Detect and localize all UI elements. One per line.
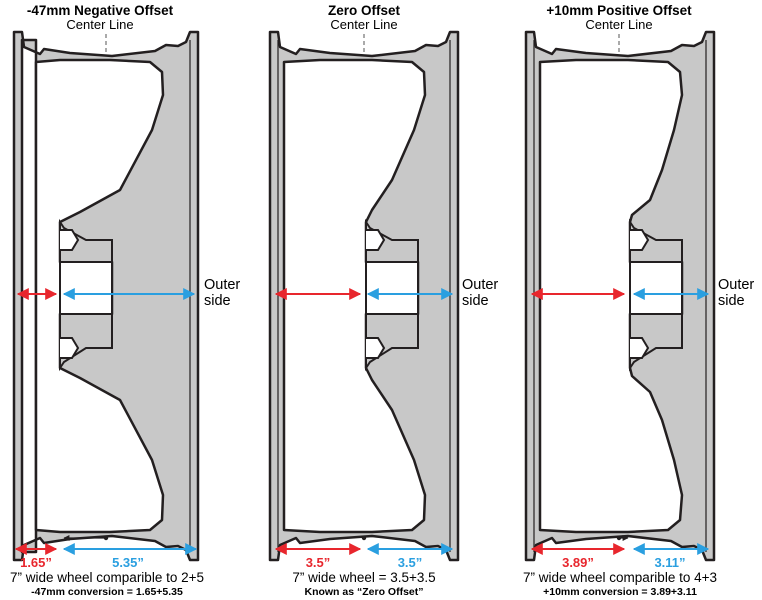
wheel-title: Zero Offset [328,3,401,18]
hub-bore [365,261,419,315]
bolt-notch [630,337,650,359]
wheel-zero-offset: Zero Offset Center Line Outer side 3.5” … [268,3,498,598]
bolt-notch [366,337,386,359]
hub-upper [629,218,683,263]
outer-value: 3.5” [398,555,423,570]
outer-side-label: Outer [718,277,754,293]
inner-value: 3.5” [306,555,331,570]
inner-value: 3.89” [562,555,594,570]
wheel-negative-offset: -47mm Negative Offset Center Line Outer … [10,3,240,598]
hub-upper [365,218,419,263]
center-line-label: Center Line [66,17,133,32]
outer-side-label: side [462,293,489,309]
center-line-label: Center Line [585,17,652,32]
wheel-subcaption: -47mm conversion = 1.65+5.35 [31,586,183,598]
center-line-label: Center Line [330,17,397,32]
outer-value: 3.11” [654,555,685,570]
wheel-caption: 7” wide wheel comparible to 4+3 [523,570,717,585]
wheel-subcaption: Known as “Zero Offset” [304,586,423,598]
bolt-notch [60,337,80,359]
hub-bore [59,261,113,315]
wheel-caption: 7” wide wheel comparible to 2+5 [10,570,204,585]
hub-upper [59,218,113,263]
outer-side-label: Outer [462,277,498,293]
outer-side-label: side [718,293,745,309]
wheel-positive-offset: +10mm Positive Offset Center Line Outer … [523,3,754,598]
center-dot [361,535,367,541]
outer-side-label: side [204,293,231,309]
center-dot [616,535,622,541]
bolt-notch [630,229,650,251]
inner-value: 1.65” [20,555,52,570]
center-dot [103,535,109,541]
wheel-subcaption: +10mm conversion = 3.89+3.11 [543,586,697,598]
outer-value: 5.35” [112,555,144,570]
hub-bore [629,261,683,315]
wheel-caption: 7” wide wheel = 3.5+3.5 [292,570,435,585]
wheel-title: -47mm Negative Offset [27,3,174,18]
bolt-notch [60,229,80,251]
outer-side-label: Outer [204,277,240,293]
wheel-title: +10mm Positive Offset [546,3,692,18]
bolt-notch [366,229,386,251]
